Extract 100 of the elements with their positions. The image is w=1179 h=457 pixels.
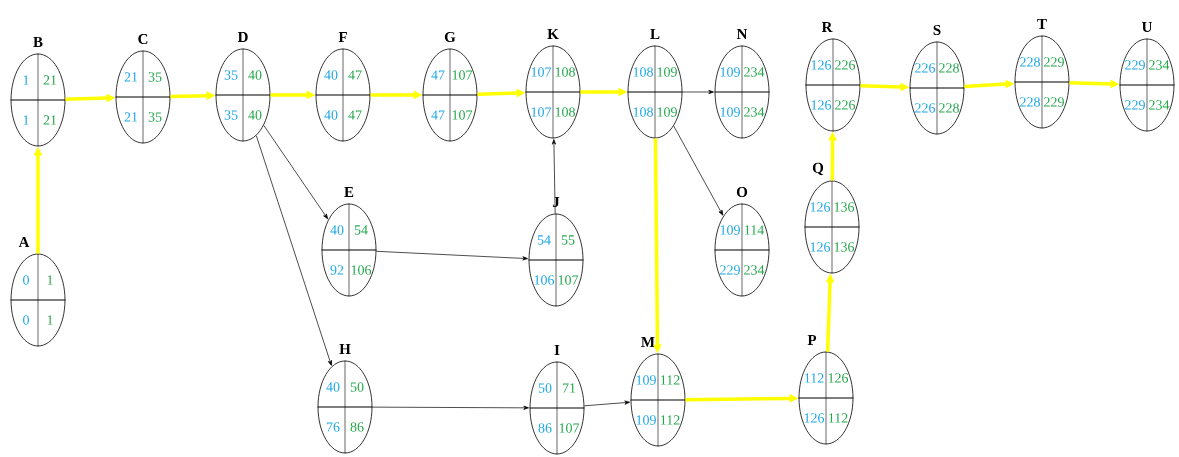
time-value: 136 — [834, 202, 855, 212]
node-letter: L — [650, 29, 660, 39]
time-value: 109 — [636, 375, 656, 385]
node-letter: B — [33, 37, 43, 47]
time-value: 114 — [745, 225, 765, 235]
time-value: 234 — [1149, 100, 1170, 110]
time-value: 126 — [810, 202, 831, 212]
time-value: 106 — [534, 275, 555, 285]
time-value: 226 — [835, 100, 856, 110]
time-value: 109 — [720, 107, 740, 117]
arrow — [584, 400, 630, 407]
time-value: 106 — [351, 265, 372, 275]
arrow — [376, 250, 528, 261]
time-value: 107 — [559, 423, 580, 433]
arrow — [551, 139, 556, 214]
arrow — [673, 125, 724, 216]
node-letter: K — [547, 29, 559, 39]
time-value: 109 — [636, 415, 656, 425]
network-node — [1119, 22, 1175, 132]
time-value: 21 — [124, 72, 138, 82]
time-value: 112 — [661, 415, 680, 425]
time-value: 35 — [148, 72, 162, 82]
network-node — [315, 32, 371, 142]
network-node — [909, 24, 965, 135]
time-value: 126 — [804, 413, 825, 423]
time-value: 47 — [431, 110, 445, 120]
network-node — [215, 32, 271, 142]
time-value: 21 — [124, 112, 138, 122]
time-value: 54 — [354, 225, 368, 235]
time-value: 228 — [939, 103, 959, 113]
network-node — [422, 31, 478, 142]
time-value: 40 — [248, 70, 262, 80]
time-value: 54 — [537, 235, 551, 245]
network-node — [525, 29, 581, 139]
node-letter: H — [339, 344, 351, 354]
node-letter: E — [344, 187, 354, 197]
network-node — [528, 197, 584, 307]
time-value: 47 — [431, 70, 445, 80]
time-value: 109 — [720, 225, 740, 235]
time-value: 35 — [148, 112, 162, 122]
time-value: 226 — [915, 63, 936, 73]
node-letter: T — [1037, 19, 1047, 29]
network-node — [10, 237, 66, 347]
arrow — [255, 135, 332, 366]
time-value: 35 — [224, 70, 238, 80]
time-value: 50 — [350, 382, 364, 392]
time-value: 234 — [744, 265, 765, 275]
node-letter: U — [1141, 22, 1153, 32]
time-value: 1 — [47, 315, 53, 325]
network-node — [714, 186, 770, 297]
time-value: 112 — [805, 373, 824, 383]
time-value: 229 — [1044, 57, 1064, 67]
time-value: 229 — [1125, 100, 1145, 110]
time-value: 107 — [531, 67, 552, 77]
time-value: 112 — [829, 413, 848, 423]
node-letter: O — [736, 186, 748, 197]
node-letter: I — [554, 345, 560, 355]
time-value: 21 — [43, 115, 57, 125]
time-value: 47 — [348, 70, 362, 80]
time-value: 1 — [23, 75, 29, 85]
time-value: 107 — [452, 110, 473, 120]
time-value: 107 — [452, 70, 473, 80]
node-letter: P — [807, 335, 817, 345]
node-letter: G — [444, 31, 456, 42]
time-value: 50 — [538, 383, 552, 393]
time-value: 229 — [1125, 60, 1145, 70]
time-value: 76 — [326, 422, 340, 432]
time-value: 108 — [555, 67, 575, 77]
time-value: 47 — [348, 110, 362, 120]
network-node — [317, 344, 373, 454]
time-value: 234 — [744, 67, 765, 77]
network-node — [529, 345, 585, 455]
node-letter: C — [138, 33, 148, 44]
time-value: 40 — [330, 225, 344, 235]
time-value: 126 — [828, 373, 849, 383]
time-value: 226 — [835, 60, 856, 70]
time-value: 108 — [555, 107, 575, 117]
time-value: 107 — [558, 275, 579, 285]
time-value: 1 — [23, 115, 29, 125]
time-value: 109 — [720, 67, 740, 77]
time-value: 40 — [326, 382, 340, 392]
time-value: 229 — [720, 265, 740, 275]
time-value: 35 — [224, 110, 238, 120]
time-value: 40 — [324, 70, 338, 80]
time-value: 112 — [661, 375, 680, 385]
time-value: 108 — [633, 107, 653, 117]
time-value: 21 — [43, 75, 57, 85]
time-value: 126 — [811, 100, 832, 110]
time-value: 40 — [248, 110, 262, 120]
network-node — [805, 22, 861, 132]
time-value: 234 — [744, 107, 765, 117]
time-value: 55 — [561, 235, 575, 245]
node-letter: D — [237, 32, 248, 42]
time-value: 126 — [810, 242, 831, 252]
network-node — [714, 29, 770, 139]
time-value: 109 — [657, 67, 677, 77]
node-letter: J — [552, 197, 560, 207]
node-letter: A — [18, 237, 30, 247]
time-value: 229 — [1044, 97, 1064, 107]
arrow — [263, 124, 329, 220]
